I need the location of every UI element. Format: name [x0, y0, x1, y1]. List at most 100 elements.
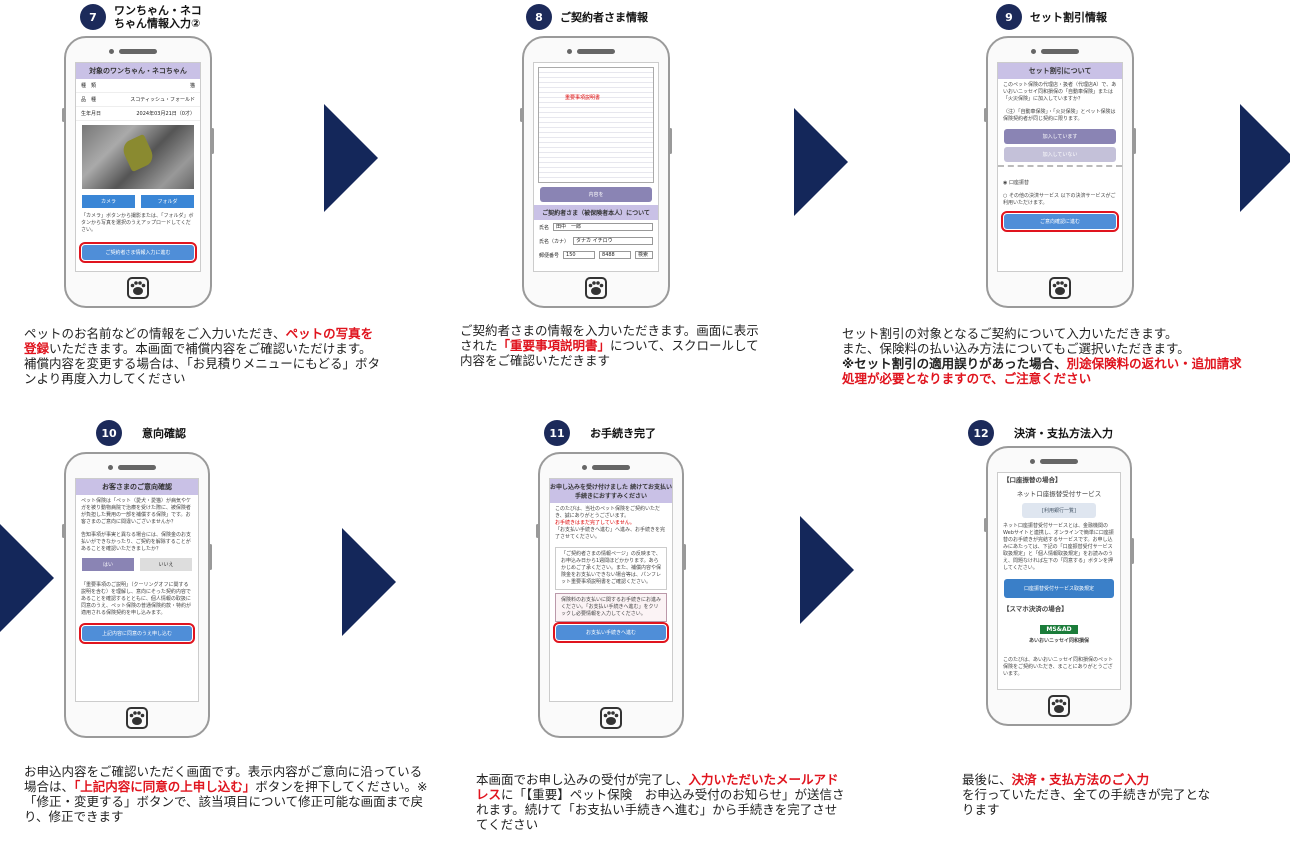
step-10-header: 10 意向確認 [96, 420, 186, 446]
step-7-header: 7 ワンちゃん・ネコ ちゃん情報入力② [80, 4, 202, 30]
payment-radio-2[interactable]: ○ その他の決済サービス 以下の決済サービスがご利用いただけます。 [1003, 193, 1116, 206]
arrow-right-icon [342, 528, 396, 636]
info-row: 品 種 スコティッシュ・フォールド [76, 93, 200, 107]
row-label: 品 種 [81, 97, 97, 103]
cut-divider [998, 165, 1122, 175]
not-joined-button[interactable]: 加入していない [1004, 147, 1116, 162]
screen-header: 対象のワンちゃん・ネコちゃん [76, 63, 200, 79]
step-number: 9 [996, 4, 1022, 30]
intent-text-3: 「重要事項のご説明」（クーリングオフに関する説明を含む）を理解し、意向にそった契… [81, 582, 192, 616]
important-document-viewer[interactable]: 重要事項説明書 [538, 67, 654, 183]
agree-submit-button[interactable]: 上記内容に同意のうえ申し込む [79, 623, 195, 644]
paw-icon[interactable] [584, 276, 608, 300]
side-button [211, 128, 214, 154]
complete-text-3: 保険料のお支払いに関するお手続きにお進みください。「お支払い手続きへ進む」をクリ… [555, 593, 667, 622]
desc-text: について、スクロールして内容をご確認いただきます [460, 338, 759, 368]
go-payment-button[interactable]: お支払い手続きへ進む [553, 622, 669, 643]
side-button [669, 128, 672, 154]
name-field: 氏名田中 一郎 [534, 220, 658, 234]
arrow-right-icon [0, 524, 54, 632]
bank-list-link[interactable]: [利用銀行一覧] [1022, 503, 1096, 518]
arrow-right-icon [1240, 104, 1290, 212]
screen-header: お申し込みを受け付けました 続けてお支払い手続きにおすすみください [550, 479, 672, 503]
joined-button[interactable]: 加入しています [1004, 129, 1116, 144]
side-button [520, 108, 523, 122]
step-number: 11 [544, 420, 570, 446]
yes-button[interactable]: はい [82, 558, 134, 571]
step-number: 12 [968, 420, 994, 446]
info-row: 種 類猫 [76, 79, 200, 93]
bank-terms-button[interactable]: 口座振替受付サービス取扱規定 [1004, 579, 1114, 598]
phone-screen: お客さまのご意向確認 ペット保険は「ペット（愛犬・愛猫）が病気やケガを被り動物病… [75, 478, 199, 702]
step-7-description: ペットのお名前などの情報をご入力いただき、ペットの写真を登録いただきます。本画面… [24, 326, 384, 386]
desc-text: 補償内容を変更する場合は、「お見積りメニューにもどる」ボタンより再度入力してくだ… [24, 356, 381, 386]
kana-input[interactable]: タナカ イチロウ [573, 237, 653, 245]
screen-header: セット割引について [998, 63, 1122, 79]
paw-icon[interactable] [599, 706, 623, 730]
arrow-right-icon [800, 516, 854, 624]
smartphone-pay-title: 【スマホ決済の場合】 [1003, 605, 1068, 613]
field-label: 氏名 [539, 224, 550, 231]
contractor-section-header: ご契約者さま（被保険者本人）について [534, 205, 658, 220]
row-label: 種 類 [81, 83, 97, 89]
paw-icon[interactable] [1047, 694, 1071, 718]
paw-icon[interactable] [1048, 276, 1072, 300]
phone-screen: お申し込みを受け付けました 続けてお支払い手続きにおすすみください このたびは、… [549, 478, 673, 702]
desc-text: セット割引の対象となるご契約について入力いただきます。 [842, 326, 1178, 341]
set-discount-note: （注）「自動車保険」・「火災保険」とペット保険は保険契約者が同じ契約に限ります。 [1003, 109, 1116, 122]
next-contractor-button[interactable]: ご契約者さま情報入力に進む [79, 242, 197, 263]
screen-header: お客さまのご意向確認 [76, 479, 198, 495]
step-8-description: ご契約者さまの情報を入力いただきます。画面に表示された「重要事項説明書」について… [460, 323, 770, 368]
paw-icon[interactable] [126, 276, 150, 300]
desc-text: また、保険料の払い込み方法についてもご選択いただきます。 [842, 341, 1190, 356]
thanks-text: このたびは、あいおいニッセイ同和損保のペット保険をご契約いただき、まことにありが… [1003, 657, 1114, 677]
paw-icon[interactable] [125, 706, 149, 730]
upload-note: 「カメラ」ボタンから撮影または、「フォルダ」ボタンから写真を選択のうえアップロー… [81, 213, 194, 233]
desc-highlight: 「上記内容に同意の上申し込む」 [74, 779, 256, 794]
phone-mockup-11: お申し込みを受け付けました 続けてお支払い手続きにおすすみください このたびは、… [536, 452, 686, 738]
side-button [1133, 128, 1136, 154]
camera-button[interactable]: カメラ [82, 195, 135, 208]
step-title: お手続き完了 [590, 426, 656, 440]
step-number: 10 [96, 420, 122, 446]
side-button [1131, 538, 1134, 564]
desc-text: いただきます。本画面で補償内容をご確認いただけます。 [49, 341, 372, 356]
arrow-right-icon [324, 104, 378, 212]
confirm-content-button[interactable]: 内容を [540, 187, 652, 202]
desc-text: ペットのお名前などの情報をご入力いただき、 [24, 326, 286, 341]
desc-highlight: ペットの写真を登録 [24, 326, 374, 356]
speaker [109, 49, 157, 54]
text-red: お手続きはまだ完了していません。 [555, 520, 635, 526]
kana-field: 氏名（カナ）タナカ イチロウ [534, 234, 658, 248]
phone-screen: セット割引について このペット保険の代理店・扱者（代理店A）で、あいおいニッセイ… [997, 62, 1123, 272]
folder-button[interactable]: フォルダ [141, 195, 194, 208]
desc-text: ボタンを押下してください。※「修正・変更する」ボタンで、該当項目について修正可能… [24, 779, 428, 824]
side-button [536, 524, 539, 538]
zip1-input[interactable]: 150 [563, 251, 596, 259]
row-value: 猫 [189, 83, 195, 89]
row-value: スコティッシュ・フォールド [130, 97, 195, 103]
speaker [1031, 49, 1079, 54]
desc-text: ※セット割引の適用誤りがあった場合、 [842, 356, 1067, 371]
next-intent-button[interactable]: ご意向確認に進む [1001, 211, 1119, 232]
desc-highlight: 決済・支払方法のご入力 [1011, 772, 1150, 787]
phone-screen: 【口座振替の場合】 ネット口座振替受付サービス [利用銀行一覧] ネット口座振替… [997, 472, 1121, 690]
name-input[interactable]: 田中 一郎 [553, 223, 653, 231]
speaker [582, 465, 630, 470]
side-button [683, 544, 686, 570]
phone-screen: 対象のワンちゃん・ネコちゃん 種 類 猫 品 種 スコティッシュ・フォールド 生年月… [75, 62, 201, 272]
no-button[interactable]: いいえ [140, 558, 192, 571]
desc-text: 本画面でお申し込みの受付が完了し、 [476, 772, 689, 787]
desc-text: を行っていただき、全ての手続きが完了となります [962, 787, 1211, 817]
intent-text-2: 告知事項が事実と異なる場合には、保険金のお支払いができなかったり、ご契約を解除す… [81, 532, 192, 552]
zip2-input[interactable]: 8488 [599, 251, 632, 259]
yes-no-buttons: はい いいえ [76, 556, 198, 573]
radio-label: その他の決済サービス 以下の決済サービスがご利用いただけます。 [1003, 193, 1116, 206]
bank-transfer-title: 【口座振替の場合】 [1003, 476, 1062, 484]
side-button [984, 108, 987, 122]
text: このたびは、当社のペット保険をご契約いただき、誠にありがとうございます。 [555, 506, 661, 519]
payment-radio-1[interactable]: ◉ 口座振替 [1003, 180, 1029, 186]
side-button [62, 524, 65, 538]
zip-search-button[interactable]: 検索 [635, 251, 654, 259]
